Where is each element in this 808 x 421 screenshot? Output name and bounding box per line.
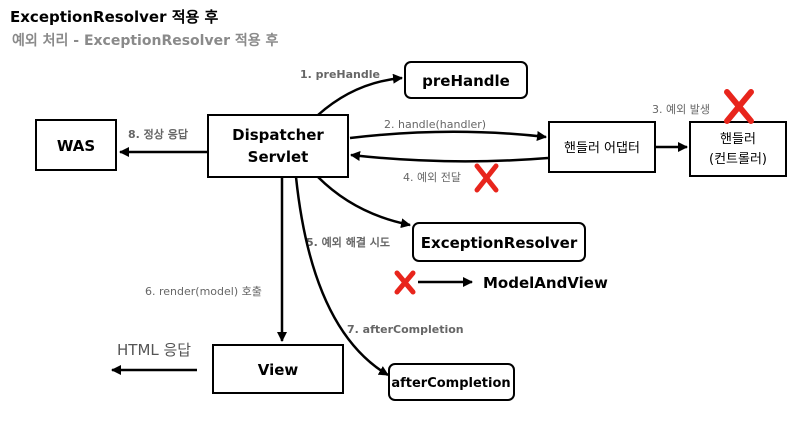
x-mark-model-and-view <box>394 270 416 295</box>
dispatcher-label-line2: Servlet <box>248 148 309 166</box>
edge-label-6: 6. render(model) 호출 <box>145 285 262 298</box>
prehandle-label: preHandle <box>422 72 510 90</box>
x-mark-exception-delivery <box>474 163 499 193</box>
edge-exception-resolve <box>317 176 411 229</box>
edge-label-3: 3. 예외 발생 <box>652 103 710 116</box>
edge-label-5: 5. 예외 해결 시도 <box>306 235 390 249</box>
view-label: View <box>258 361 299 379</box>
edge-label-2: 2. handle(handler) <box>384 118 486 131</box>
edge-after-completion <box>294 176 389 377</box>
handler-adapter-node: 핸들러 어댑터 <box>548 121 656 173</box>
edge-label-8: 8. 정상 응답 <box>128 127 188 141</box>
was-node: WAS <box>35 119 117 171</box>
handler-label-line2: (컨트롤러) <box>709 152 767 167</box>
edge-label-7: 7. afterCompletion <box>347 323 464 336</box>
edge-label-1: 1. preHandle <box>300 68 380 81</box>
was-label: WAS <box>57 137 95 155</box>
edge-handle <box>349 130 547 141</box>
adapter-label: 핸들러 어댑터 <box>564 140 640 156</box>
exception-resolver-label: ExceptionResolver <box>421 234 578 252</box>
page-subtitle: 예외 처리 - ExceptionResolver 적용 후 <box>12 33 279 49</box>
dispatcher-servlet-node: Dispatcher Servlet <box>207 114 349 178</box>
after-completion-node: afterCompletion <box>388 363 515 401</box>
handler-label-line1: 핸들러 <box>720 131 756 147</box>
edge-prehandle <box>317 73 403 116</box>
edge-label-4: 4. 예외 전달 <box>403 171 461 184</box>
edge-exception-return <box>350 151 549 163</box>
model-and-view-label: ModelAndView <box>483 274 608 292</box>
x-mark-exception-occurs <box>724 89 754 124</box>
html-response-label: HTML 응답 <box>117 341 191 359</box>
exception-resolver-node: ExceptionResolver <box>412 222 586 262</box>
page-title: ExceptionResolver 적용 후 <box>10 8 219 26</box>
dispatcher-label-line1: Dispatcher <box>232 126 324 144</box>
view-node: View <box>212 344 344 394</box>
handler-node: 핸들러 (컨트롤러) <box>689 121 787 177</box>
prehandle-node: preHandle <box>404 61 528 99</box>
after-completion-label: afterCompletion <box>391 376 510 391</box>
